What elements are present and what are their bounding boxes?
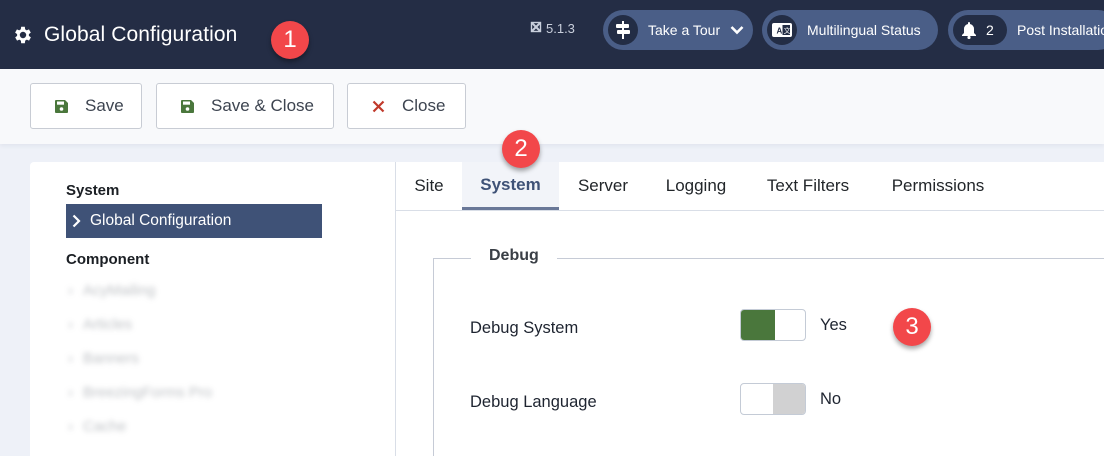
tab-server[interactable]: Server	[577, 176, 629, 195]
close-button[interactable]: Close	[347, 83, 466, 129]
sidebar-item-label: AcyMailing	[83, 282, 156, 299]
sidebar-item-articles[interactable]: › Articles	[68, 316, 132, 333]
debug-system-label: Debug System	[470, 319, 579, 337]
signpost-icon	[608, 15, 638, 45]
sidebar-item-cache[interactable]: › Cache	[68, 418, 126, 435]
svg-text:文: 文	[784, 26, 791, 35]
sidebar-item-banners[interactable]: › Banners	[68, 350, 139, 367]
chevron-right-icon: ›	[68, 282, 73, 299]
chevron-down-icon	[730, 25, 744, 35]
chevron-right-icon	[72, 214, 82, 228]
callout-3: 3	[893, 308, 931, 346]
version-number: 5.1.3	[546, 21, 575, 36]
callout-2: 2	[502, 130, 540, 168]
callout-1: 1	[271, 21, 309, 59]
switch-off-indicator	[773, 384, 805, 414]
joomla-logo-icon	[530, 21, 542, 36]
sidebar-item-breezingforms-pro[interactable]: › BreezingForms Pro	[68, 384, 212, 401]
take-a-tour-label: Take a Tour	[648, 22, 721, 38]
tab-system[interactable]: System	[462, 162, 559, 210]
chevron-right-icon: ›	[68, 350, 73, 367]
debug-system-toggle[interactable]	[740, 309, 806, 341]
config-sidebar: System Global Configuration Component › …	[30, 162, 395, 456]
page-title: Global Configuration	[44, 22, 238, 46]
close-icon	[370, 98, 386, 114]
tab-site[interactable]: Site	[414, 176, 444, 195]
notification-count-group: 2	[953, 15, 1007, 45]
save-label: Save	[85, 96, 124, 115]
chevron-right-icon: ›	[68, 316, 73, 333]
save-icon	[179, 98, 195, 114]
take-a-tour-button[interactable]: Take a Tour	[603, 10, 753, 50]
sidebar-heading-system: System	[66, 182, 120, 199]
sidebar-item-global-configuration[interactable]: Global Configuration	[66, 204, 322, 238]
debug-language-value: No	[820, 390, 842, 408]
app-header: Global Configuration 5.1.3 Take a Tour A…	[0, 0, 1104, 69]
tab-logging[interactable]: Logging	[665, 176, 727, 195]
close-label: Close	[402, 96, 446, 115]
gear-icon	[12, 24, 34, 46]
sidebar-item-label: Banners	[83, 350, 139, 367]
debug-language-toggle[interactable]	[740, 383, 806, 415]
sidebar-item-acymailing[interactable]: › AcyMailing	[68, 282, 156, 299]
config-content: Site System Server Logging Text Filters …	[395, 162, 1104, 456]
sidebar-heading-component: Component	[66, 251, 150, 268]
svg-text:A: A	[777, 27, 783, 36]
save-and-close-label: Save & Close	[211, 96, 314, 115]
sidebar-item-label: BreezingForms Pro	[83, 384, 213, 401]
save-icon	[53, 98, 69, 114]
tab-text-filters[interactable]: Text Filters	[766, 176, 850, 195]
save-and-close-button[interactable]: Save & Close	[156, 83, 334, 129]
sidebar-item-label: Cache	[83, 418, 127, 435]
multilingual-status-label: Multilingual Status	[807, 22, 921, 38]
header-title-group: Global Configuration	[12, 23, 237, 47]
save-button[interactable]: Save	[30, 83, 142, 129]
chevron-right-icon: ›	[68, 384, 73, 401]
sidebar-item-label: Global Configuration	[90, 212, 232, 229]
version-indicator: 5.1.3	[530, 21, 575, 36]
debug-system-value: Yes	[820, 316, 847, 334]
tab-bar: Site System Server Logging Text Filters …	[396, 162, 1104, 211]
notification-count: 2	[986, 22, 994, 38]
post-installation-label: Post Installation	[1017, 22, 1104, 38]
tab-permissions[interactable]: Permissions	[891, 176, 985, 195]
debug-fieldset: Debug	[433, 247, 1104, 456]
bell-icon	[961, 21, 977, 39]
debug-legend: Debug	[471, 247, 557, 265]
debug-language-label: Debug Language	[470, 393, 597, 411]
sidebar-item-label: Articles	[83, 316, 133, 333]
switch-on-indicator	[741, 310, 775, 340]
post-installation-button[interactable]: 2 Post Installation	[948, 10, 1104, 50]
toolbar: Save Save & Close Close	[0, 69, 1104, 144]
chevron-right-icon: ›	[68, 418, 73, 435]
